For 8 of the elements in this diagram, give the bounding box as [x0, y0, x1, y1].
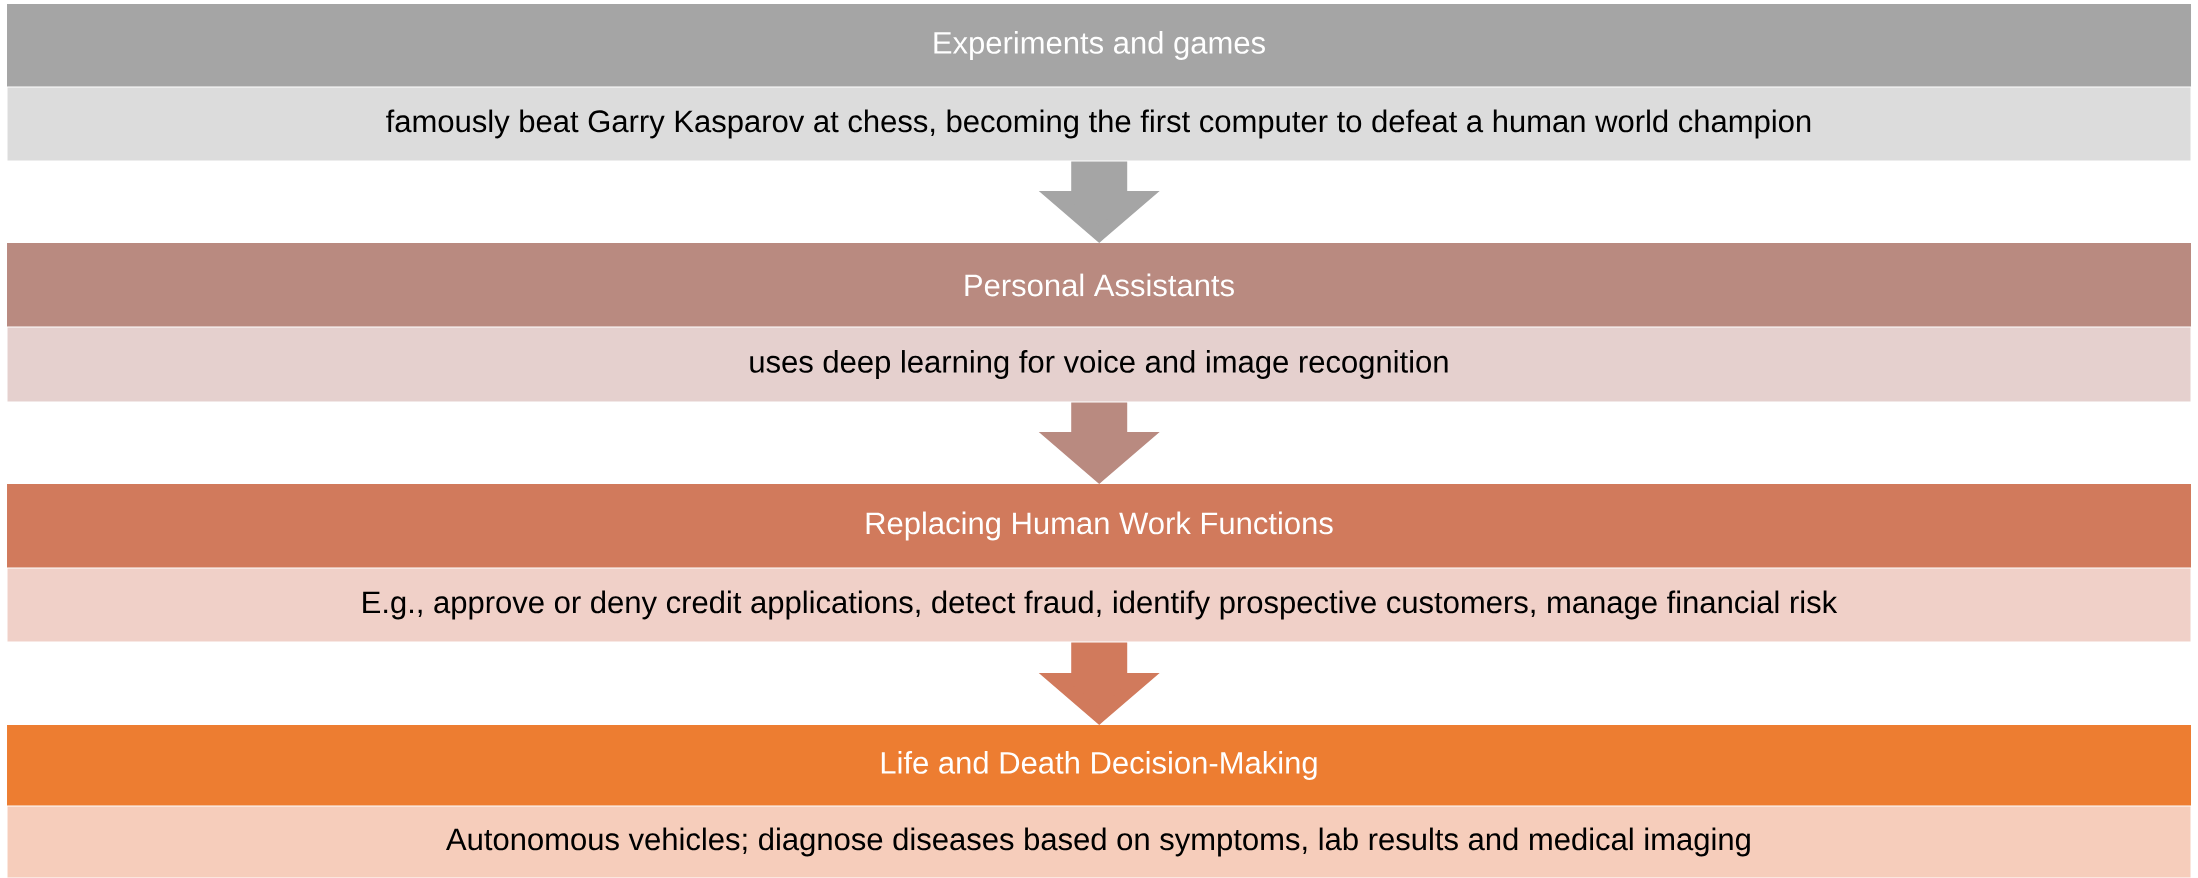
description-band: uses deep learning for voice and image recognition — [6, 326, 2192, 403]
header-band: Replacing Human Work Functions — [7, 484, 2191, 568]
header-band: Experiments and games — [7, 4, 2191, 87]
description-band: famously beat Garry Kasparov at chess, becoming the first computer to defeat a human world champion — [6, 86, 2192, 162]
header-band: Life and Death Decision-Making — [7, 725, 2191, 806]
description-band: Autonomous vehicles; diagnose diseases based on symptoms, lab results and medical imaging — [6, 805, 2192, 878]
description-band: E.g., approve or deny credit applications, detect fraud, identify prospective customers, manage financial risk — [6, 567, 2192, 643]
header-band: Personal Assistants — [7, 243, 2191, 327]
